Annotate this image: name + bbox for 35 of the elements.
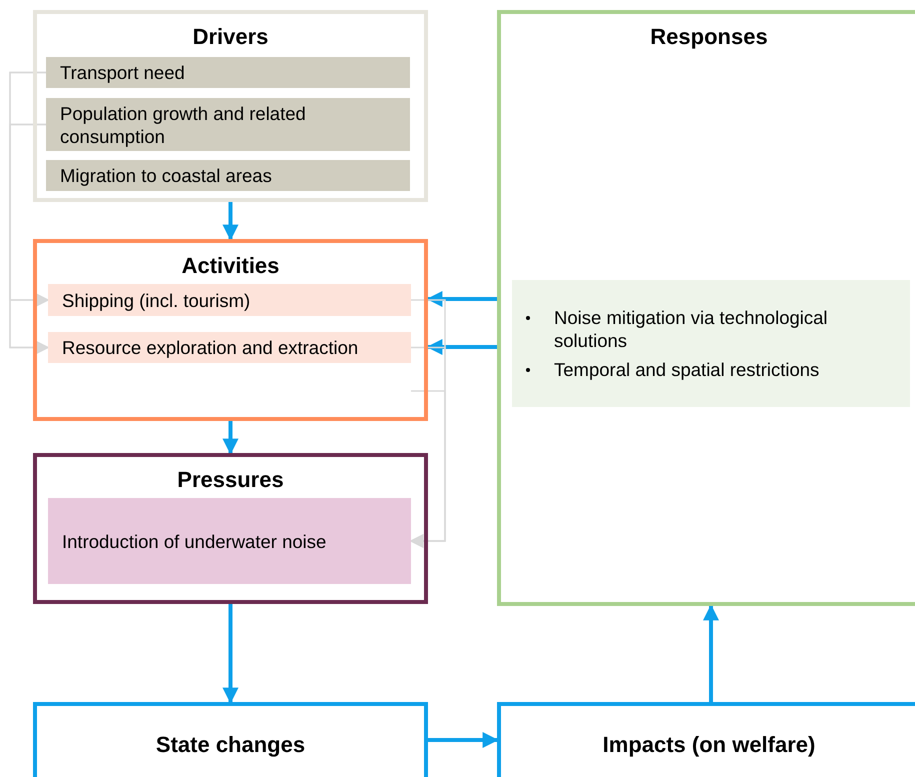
pressures-panel bbox=[33, 453, 428, 604]
item-text: Resource exploration and extraction bbox=[62, 336, 360, 359]
arrow bbox=[426, 291, 497, 307]
arrow bbox=[222, 421, 238, 455]
response-list bbox=[512, 280, 910, 407]
panel-title: Drivers bbox=[192, 23, 268, 51]
item-text: Shipping (incl. tourism) bbox=[62, 288, 252, 312]
arrow bbox=[426, 339, 497, 355]
drivers-panel bbox=[33, 10, 428, 202]
bullet-text: Noise mitigation via technological solutions bbox=[554, 306, 829, 352]
panel-title: Responses bbox=[650, 23, 768, 51]
arrow bbox=[222, 202, 238, 241]
panel-title: Pressures bbox=[177, 466, 284, 494]
box-title: Impacts (on welfare) bbox=[602, 731, 816, 759]
arrow bbox=[703, 604, 719, 702]
state-box bbox=[33, 702, 428, 777]
arrow bbox=[428, 732, 499, 748]
responses-panel bbox=[497, 10, 915, 606]
driver-item bbox=[46, 57, 410, 88]
item-text: Introduction of underwater noise bbox=[62, 530, 328, 552]
activity-item bbox=[48, 284, 411, 316]
impacts-box bbox=[497, 702, 915, 777]
box-title: State changes bbox=[156, 731, 306, 759]
item-text: Migration to coastal areas bbox=[60, 164, 273, 187]
driver-item bbox=[46, 98, 410, 151]
driver-item bbox=[46, 160, 410, 191]
item-text: Population growth and related consumption bbox=[60, 102, 307, 148]
arrow bbox=[9, 124, 50, 354]
activities-panel bbox=[33, 239, 428, 421]
pressure-item bbox=[48, 498, 411, 584]
bullet-text: Temporal and spatial restrictions bbox=[554, 358, 820, 381]
activity-item bbox=[48, 332, 411, 363]
arrow bbox=[222, 604, 238, 704]
item-text: Transport need bbox=[60, 61, 186, 84]
panel-title: Activities bbox=[182, 252, 280, 280]
